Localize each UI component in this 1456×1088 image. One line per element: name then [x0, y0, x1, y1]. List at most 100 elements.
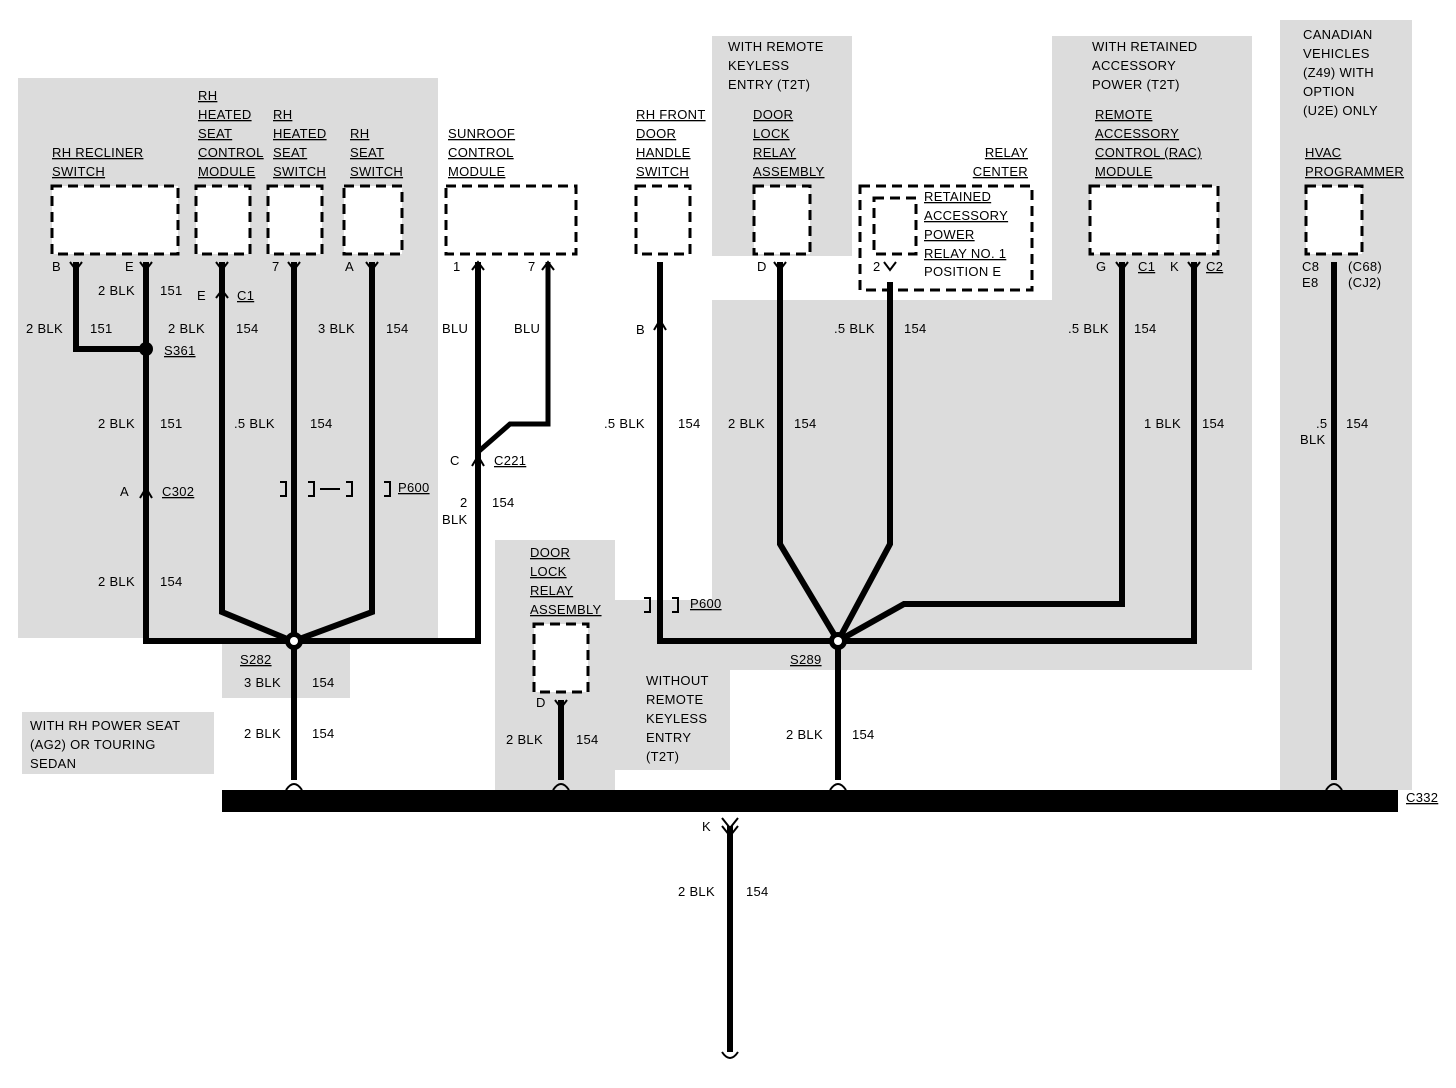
- wl-1: 2 BLK: [98, 283, 135, 298]
- wire-sunroof-1[interactable]: [294, 262, 481, 644]
- wl-24: 2 BLK: [506, 732, 543, 747]
- shade-s282-label: [222, 636, 350, 698]
- shade-canadian-region: [1280, 20, 1412, 790]
- shade-rke-lower: [712, 300, 1252, 670]
- term-lower-lock: [554, 699, 568, 710]
- splice-s361[interactable]: [139, 342, 153, 356]
- pin-hvac-e8: E8: [1302, 275, 1319, 290]
- pin-sunroof-1: 1: [453, 259, 461, 274]
- pin-labels: B E E C1 7 A 1 7 B D 2 G C1 K C2 C8 (C68…: [52, 259, 1382, 834]
- splice-s289-inner: [834, 637, 842, 645]
- wl-27: 154: [678, 416, 701, 431]
- wl-39: BLK: [1300, 432, 1326, 447]
- term-hvac-bus: [1325, 783, 1343, 791]
- wl-2: 151: [160, 283, 183, 298]
- door-lock-relay-box[interactable]: [752, 184, 812, 256]
- door-lock-relay-lower-box[interactable]: [532, 622, 590, 694]
- wire-seat-switch[interactable]: [292, 262, 375, 644]
- retained-relay-box[interactable]: [872, 196, 918, 256]
- wl-9: 2 BLK: [98, 416, 135, 431]
- hvac-programmer-box[interactable]: [1304, 184, 1364, 256]
- heated-seat-module-box[interactable]: [194, 184, 252, 256]
- pin-rac-c1: C1: [1138, 259, 1155, 274]
- label-c302: C302: [162, 484, 194, 499]
- pin-lower-lock-d: D: [536, 695, 546, 710]
- wl-22: BLK: [442, 512, 468, 527]
- wl-12: 154: [310, 416, 333, 431]
- pin-recliner-e: E: [125, 259, 134, 274]
- wire-door-lock-relay[interactable]: [777, 262, 841, 643]
- pin-heated-module-e: E: [197, 288, 206, 303]
- pin-hvac-cj2: (CJ2): [1348, 275, 1381, 290]
- term-sunroof-7: [541, 260, 555, 271]
- wl-19: BLU: [442, 321, 468, 336]
- wl-33: 154: [852, 727, 875, 742]
- connector-labels: C302 C221 P600 P600 S361 S282 S289 C332: [162, 343, 1438, 805]
- wire-recliner-b[interactable]: [73, 262, 146, 352]
- door-handle-switch-box[interactable]: [634, 184, 692, 256]
- rh-seat-switch-box[interactable]: [342, 184, 404, 256]
- rh-recliner-switch-box[interactable]: [50, 184, 180, 256]
- label-c332: C332: [1406, 790, 1438, 805]
- wl-42: 154: [746, 884, 769, 899]
- wl-18: 154: [312, 726, 335, 741]
- splices: [139, 342, 847, 650]
- shade-power-seat-region: [18, 78, 438, 638]
- wl-10: 151: [160, 416, 183, 431]
- c332-bus-bar[interactable]: [222, 790, 1398, 812]
- wl-26: .5 BLK: [604, 416, 645, 431]
- term-recliner-b: [69, 261, 83, 272]
- p600-left-bracket: [280, 481, 391, 497]
- wire-labels: 2 BLK 151 2 BLK 151 2 BLK 154 3 BLK 154 …: [26, 283, 1369, 899]
- wl-34: .5 BLK: [1068, 321, 1109, 336]
- term-rac-g: [1115, 261, 1129, 272]
- wl-14: 154: [160, 574, 183, 589]
- rac-module-box[interactable]: [1088, 184, 1220, 256]
- pin-sunroof-7: 7: [528, 259, 536, 274]
- wire-sunroof-7[interactable]: [476, 262, 551, 454]
- wire-door-handle[interactable]: [657, 262, 838, 644]
- term-lower-lock-bus: [552, 783, 570, 791]
- wire-rac-g[interactable]: [836, 262, 1125, 644]
- pin-rac-k: K: [1170, 259, 1179, 274]
- wire-retained-relay[interactable]: [835, 282, 893, 643]
- wl-5: 2 BLK: [168, 321, 205, 336]
- sunroof-control-module-box[interactable]: [444, 184, 578, 256]
- wl-7: 3 BLK: [318, 321, 355, 336]
- splice-s282-inner: [290, 637, 298, 645]
- wire-rac-c2[interactable]: [838, 262, 1197, 644]
- pin-hvac-c8: C8: [1302, 259, 1319, 274]
- wl-38: .5: [1316, 416, 1327, 431]
- pin-heated-switch-7: 7: [272, 259, 280, 274]
- heated-seat-switch-box[interactable]: [266, 184, 324, 256]
- pin-recliner-b: B: [52, 259, 61, 274]
- wire-heated-module[interactable]: [219, 262, 294, 644]
- retained-position: POSITION E: [924, 264, 1001, 279]
- pin-c221-c: C: [450, 453, 460, 468]
- pin-door-lock-d: D: [757, 259, 767, 274]
- wl-4: 151: [90, 321, 113, 336]
- pin-hvac-c68: (C68): [1348, 259, 1382, 274]
- wl-31: 154: [904, 321, 927, 336]
- term-relay-2: [883, 261, 897, 272]
- wire-recliner-e[interactable]: [143, 262, 292, 644]
- wl-13: 2 BLK: [98, 574, 135, 589]
- wl-41: 2 BLK: [678, 884, 715, 899]
- pin-handle-b: B: [636, 322, 645, 337]
- wl-40: 154: [1346, 416, 1369, 431]
- wires: [73, 262, 1337, 1052]
- shade-without-rke: [610, 600, 730, 770]
